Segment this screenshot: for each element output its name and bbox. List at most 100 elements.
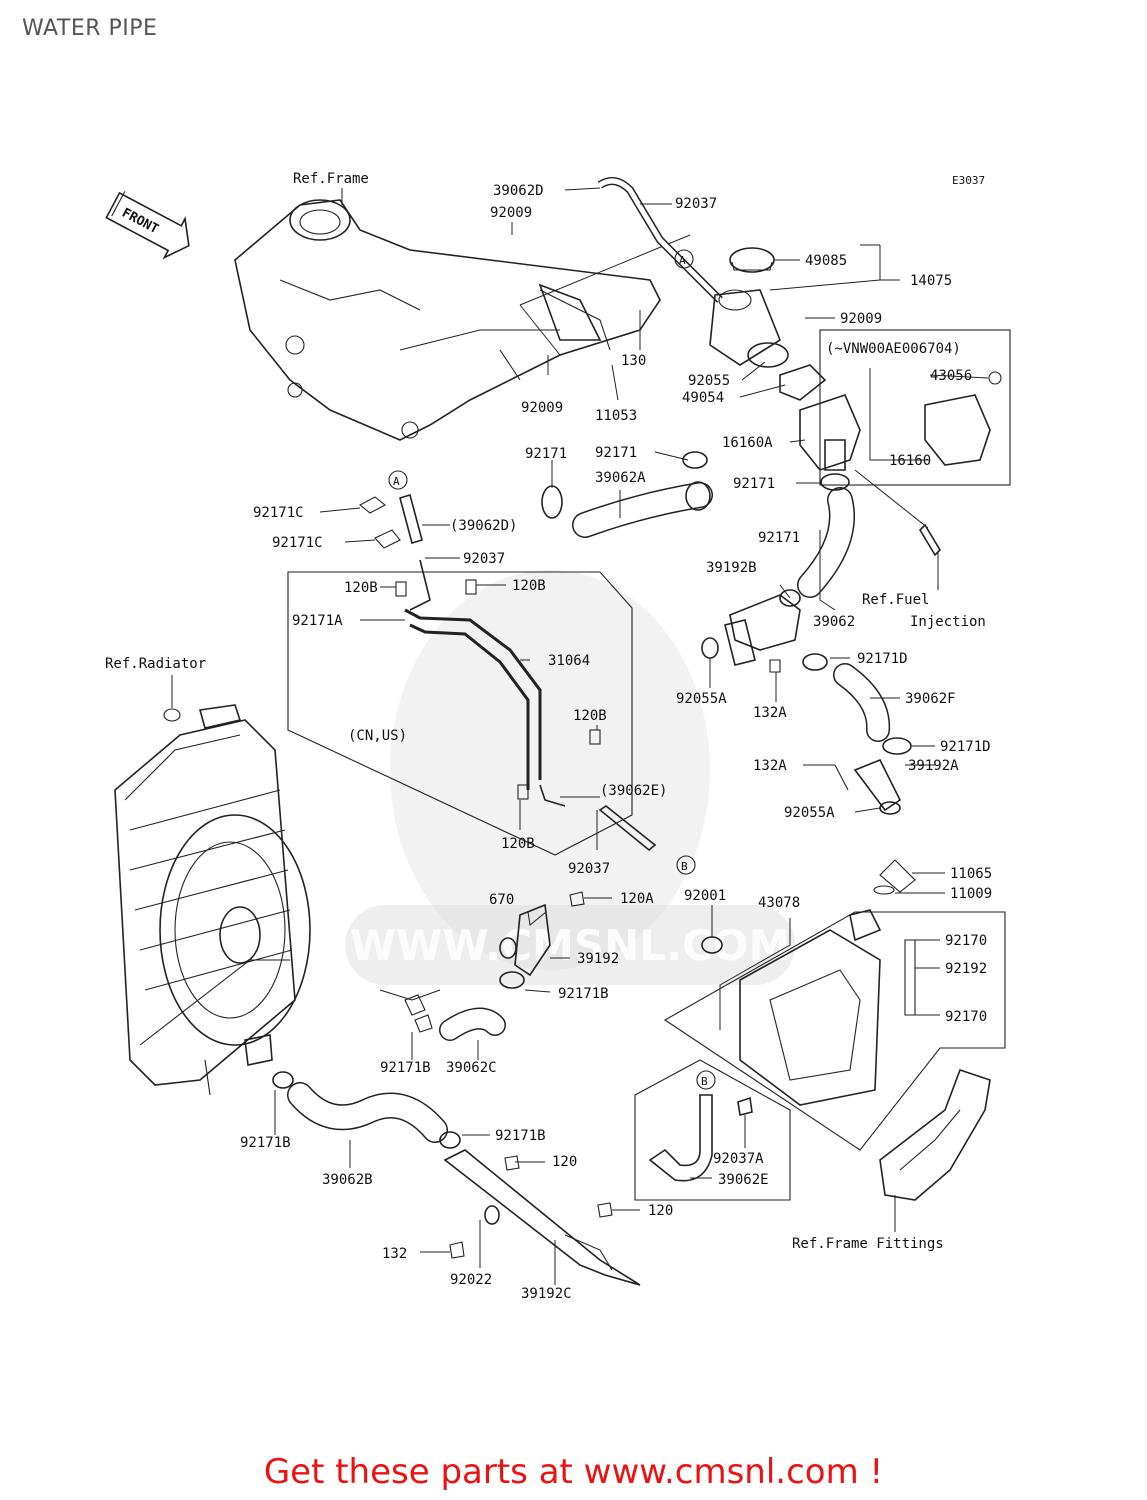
part-label: 39062F [905, 691, 956, 707]
part-label: 16160A [722, 435, 773, 451]
part-label: 130 [621, 353, 646, 369]
part-label: 92171D [857, 651, 908, 667]
callout-ref-frame: Ref.Frame [293, 171, 369, 187]
part-label: 92009 [840, 311, 882, 327]
part-label: 92171B [495, 1128, 546, 1144]
part-label: 39062 [813, 614, 855, 630]
callout-ref-frame-fittings: Ref.Frame Fittings [792, 1236, 944, 1252]
part-label: 43078 [758, 895, 800, 911]
part-label: 39062D [493, 183, 544, 199]
part-label: 11009 [950, 886, 992, 902]
part-label: 120B [573, 708, 607, 724]
marker-b-mid: B [681, 860, 688, 873]
part-label: 49054 [682, 390, 724, 406]
part-label: 11065 [950, 866, 992, 882]
part-label: 120 [648, 1203, 673, 1219]
part-label: 11053 [595, 408, 637, 424]
part-label: 132A [753, 758, 787, 774]
fitting-39192 [514, 903, 551, 977]
part-label: 16160 [889, 453, 931, 469]
part-label: 49085 [805, 253, 847, 269]
leader-lines [274, 187, 989, 1285]
part-label: 92055A [676, 691, 727, 707]
frame-fitting-drawing [879, 1068, 991, 1232]
part-label: 43056 [930, 368, 972, 384]
part-label: 92037 [463, 551, 505, 567]
part-label: 39192A [908, 758, 959, 774]
part-label: 92009 [521, 400, 563, 416]
part-label: 92171B [240, 1135, 291, 1151]
callout-cn-us: (CN,US) [348, 728, 407, 744]
part-label: 92171C [272, 535, 323, 551]
part-label: 92037 [568, 861, 610, 877]
part-label: 92171 [733, 476, 775, 492]
pipe-39062e-short [598, 805, 657, 852]
part-label: 92170 [945, 1009, 987, 1025]
part-label: 120 [552, 1154, 577, 1170]
callout-vnw-note: (~VNW00AE006704) [826, 341, 961, 357]
radiator-cap [729, 247, 775, 273]
box-39062e [634, 1059, 791, 1201]
part-label: 31064 [548, 653, 590, 669]
callout-ref-radiator: Ref.Radiator [105, 656, 206, 672]
part-label: 14075 [910, 273, 952, 289]
part-label: 92037 [675, 196, 717, 212]
part-label: 39062B [322, 1172, 373, 1188]
part-labels: Ref.Frame 39062D 92037 92009 49085 14075… [105, 171, 992, 1302]
part-label: 120B [512, 578, 546, 594]
part-label: 92171B [558, 986, 609, 1002]
callout-ref-39062e: (39062E) [600, 783, 667, 799]
part-label: 92171C [253, 505, 304, 521]
part-label: 120B [501, 836, 535, 852]
front-arrow-icon: FRONT [105, 191, 190, 260]
part-label: 92171 [595, 445, 637, 461]
part-label: 120A [620, 891, 654, 907]
pipe-31064 [404, 608, 542, 780]
part-label: 92170 [945, 933, 987, 949]
part-label: 92171D [940, 739, 991, 755]
marker-a-top: A [679, 254, 686, 267]
hose-39062e [648, 1094, 713, 1182]
part-label: 92171 [758, 530, 800, 546]
fitting-39192b [729, 594, 801, 651]
part-label: 92037A [713, 1151, 764, 1167]
footer-link[interactable]: Get these parts at www.cmsnl.com ! [263, 1452, 884, 1492]
part-label: 670 [489, 892, 514, 908]
housing-16160a [799, 394, 861, 471]
part-label: 92192 [945, 961, 987, 977]
part-label: 132 [382, 1246, 407, 1262]
part-label: 120B [344, 580, 378, 596]
part-label: 92055A [784, 805, 835, 821]
marker-a-left: A [393, 475, 400, 488]
part-label: 92055 [688, 373, 730, 389]
frame-drawing [234, 188, 691, 441]
vnw-box [819, 329, 1011, 486]
watermark: WWW.CMSNL.COM [345, 570, 795, 985]
o-ring-92055 [747, 342, 789, 368]
part-label: 39062E [718, 1172, 769, 1188]
radiator-drawing [114, 675, 311, 1096]
fitting-39192a [853, 758, 902, 812]
parts-diagram: WWW.CMSNL.COM E3037 FRONT A [105, 171, 1011, 1302]
cn-us-box [287, 571, 633, 856]
part-label: 92171 [525, 446, 567, 462]
callout-ref-39062d: (39062D) [450, 518, 517, 534]
pipe-39192c [443, 1149, 641, 1286]
part-label: 92022 [450, 1272, 492, 1288]
part-label: 39192B [706, 560, 757, 576]
reservoir-tank [663, 859, 1006, 1151]
callout-ref-fuel: Ref.Fuel [862, 592, 929, 608]
part-label: 39062A [595, 470, 646, 486]
watermark-text: WWW.CMSNL.COM [350, 921, 791, 970]
part-label: 92171B [380, 1060, 431, 1076]
part-label: 92001 [684, 888, 726, 904]
part-label: 132A [753, 705, 787, 721]
thermostat-49054 [779, 364, 827, 401]
marker-b-lower: B [701, 1075, 708, 1088]
part-label: 92009 [490, 205, 532, 221]
part-label: 92171A [292, 613, 343, 629]
part-label: 39062C [446, 1060, 497, 1076]
callout-injection: Injection [910, 614, 986, 630]
part-label: 39192C [521, 1286, 572, 1302]
diagram-code: E3037 [952, 174, 985, 187]
